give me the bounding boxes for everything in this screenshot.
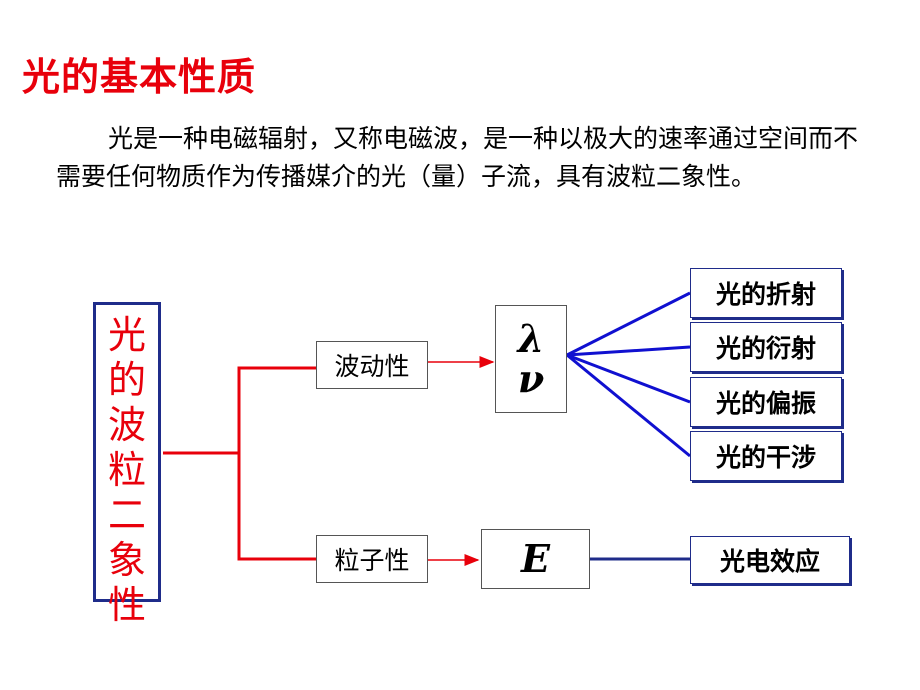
effect-polarization-label: 光的偏振 xyxy=(715,389,816,418)
effect-polarization-box: 光的偏振 xyxy=(690,377,842,427)
fan-line-interference xyxy=(566,353,691,458)
wave-particle-duality-box: 光 的 波 粒 二 象 性 xyxy=(93,302,161,627)
effect-diffraction-label: 光的衍射 xyxy=(715,334,816,363)
particle-branch-line xyxy=(237,453,316,561)
effect-interference-label: 光的干涉 xyxy=(715,443,816,472)
energy-symbol: E xyxy=(521,536,550,581)
effect-photoelectric-box: 光电效应 xyxy=(690,536,850,584)
wave-nature-box: 波动性 xyxy=(316,341,428,389)
fan-line-diffraction xyxy=(566,345,691,357)
particle-nature-box: 粒子性 xyxy=(316,535,428,583)
effect-refraction-box: 光的折射 xyxy=(690,268,842,318)
intro-paragraph: 光是一种电磁辐射，又称电磁波，是一种以极大的速率通过空间而不需要任何物质作为传播… xyxy=(56,120,876,196)
intro-paragraph-text: 光是一种电磁辐射，又称电磁波，是一种以极大的速率通过空间而不需要任何物质作为传播… xyxy=(56,124,859,191)
nu-symbol: ν xyxy=(517,356,545,401)
page-title: 光的基本性质 xyxy=(22,55,257,99)
fan-line-polarization xyxy=(566,353,691,404)
effect-diffraction-box: 光的衍射 xyxy=(690,322,842,372)
particle-nature-label: 粒子性 xyxy=(334,546,410,575)
wave-nature-label: 波动性 xyxy=(334,352,410,381)
energy-symbol-box: E xyxy=(481,529,590,589)
duality-label: 光 的 波 粒 二 象 性 xyxy=(107,313,146,627)
wave-symbols-box: λ ν xyxy=(495,305,567,413)
effect-refraction-label: 光的折射 xyxy=(715,280,816,309)
effect-interference-box: 光的干涉 xyxy=(690,431,842,481)
effect-photoelectric-label: 光电效应 xyxy=(719,547,820,576)
wave-branch-line xyxy=(237,366,316,453)
fan-line-refraction xyxy=(566,291,691,357)
lambda-symbol: λ xyxy=(517,316,545,361)
